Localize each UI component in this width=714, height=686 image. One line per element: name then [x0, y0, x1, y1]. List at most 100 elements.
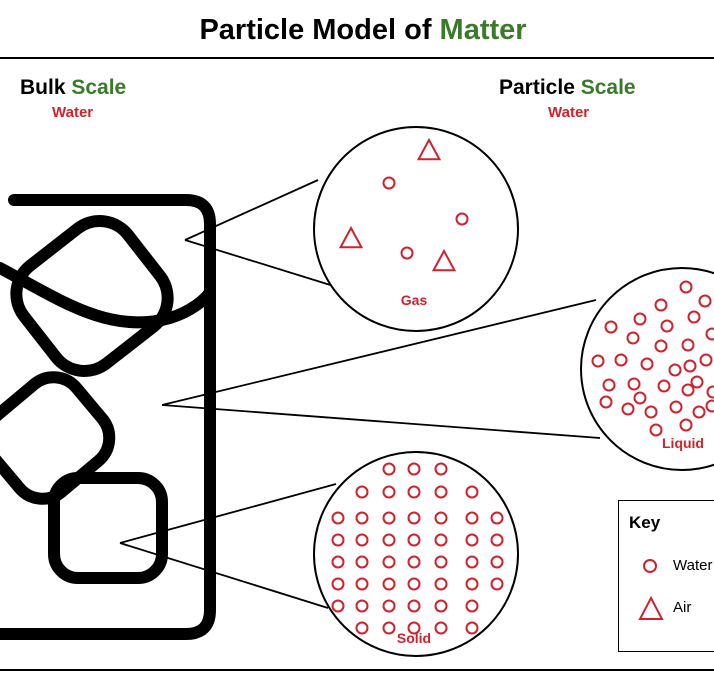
solid-water-particle — [407, 533, 421, 547]
particle-heading-accent: Scale — [580, 76, 636, 99]
solid-water-particle — [465, 511, 479, 525]
solid-water-particle — [407, 555, 421, 569]
solid-water-particle — [490, 577, 504, 591]
liquid-water-particle — [669, 400, 683, 414]
liquid-water-particle — [599, 395, 613, 409]
solid-water-particle — [355, 555, 369, 569]
solid-water-particle — [434, 599, 448, 613]
zoom-line-liquid-lower — [161, 404, 601, 439]
bulk-heading-accent: Scale — [71, 76, 127, 99]
solid-water-particle — [490, 555, 504, 569]
liquid-water-particle — [698, 294, 712, 308]
solid-zoom-circle — [313, 451, 519, 657]
solid-water-particle — [331, 511, 345, 525]
solid-water-particle — [434, 485, 448, 499]
solid-water-particle — [355, 533, 369, 547]
liquid-particle-view: Liquid — [580, 267, 714, 471]
liquid-water-particle — [640, 357, 654, 371]
liquid-label: Liquid — [662, 435, 704, 451]
water-surface-line — [0, 262, 216, 329]
ice-cube-top — [10, 215, 174, 377]
solid-water-particle — [407, 599, 421, 613]
solid-water-particle — [407, 511, 421, 525]
liquid-water-particle — [604, 320, 618, 334]
solid-particles — [331, 462, 504, 635]
solid-water-particle — [434, 511, 448, 525]
circle-icon — [643, 559, 657, 573]
solid-water-particle — [434, 462, 448, 476]
solid-water-particle — [490, 511, 504, 525]
solid-water-particle — [465, 577, 479, 591]
solid-water-particle — [355, 621, 369, 635]
liquid-water-particle — [614, 353, 628, 367]
zoom-line-solid-lower — [119, 542, 329, 609]
liquid-water-particle — [591, 354, 605, 368]
liquid-water-particle — [633, 391, 647, 405]
gas-air-particle — [431, 248, 457, 272]
solid-water-particle — [355, 599, 369, 613]
solid-water-particle — [465, 599, 479, 613]
solid-water-particle — [407, 577, 421, 591]
solid-water-particle — [434, 577, 448, 591]
liquid-water-particle — [644, 405, 658, 419]
gas-zoom-circle — [313, 126, 519, 332]
zoom-line-liquid-upper — [161, 299, 597, 406]
gas-air-particle — [416, 137, 442, 161]
gas-water-particle — [400, 246, 414, 260]
solid-water-particle — [382, 511, 396, 525]
solid-water-particle — [490, 533, 504, 547]
liquid-water-particle — [679, 280, 693, 294]
gas-air-particle — [338, 225, 364, 249]
solid-water-particle — [355, 511, 369, 525]
liquid-water-particle — [621, 402, 635, 416]
solid-water-particle — [407, 621, 421, 635]
liquid-water-particle — [699, 353, 713, 367]
title-prefix: Particle Model of — [199, 14, 440, 46]
top-divider — [0, 57, 714, 59]
particle-scale-heading: Particle Scale — [499, 76, 636, 100]
gas-water-particle — [455, 212, 469, 226]
bulk-substance-label: Water — [52, 104, 94, 121]
liquid-water-particle — [706, 385, 714, 399]
solid-water-particle — [465, 533, 479, 547]
triangle-icon — [638, 595, 664, 620]
key-legend: Key Water Air — [618, 500, 714, 652]
gas-particles — [338, 137, 469, 272]
liquid-water-particle — [687, 310, 701, 324]
liquid-water-particle — [626, 331, 640, 345]
solid-water-particle — [382, 533, 396, 547]
liquid-water-particle — [602, 378, 616, 392]
liquid-water-particle — [681, 383, 695, 397]
gas-label: Gas — [401, 292, 428, 308]
particle-heading-prefix: Particle — [499, 76, 581, 99]
key-water-label: Water — [673, 557, 713, 574]
bulk-scale-heading: Bulk Scale — [20, 76, 126, 100]
liquid-water-particle — [668, 363, 682, 377]
liquid-water-particle — [683, 359, 697, 373]
liquid-water-particle — [705, 399, 714, 413]
solid-particle-view: Solid — [313, 451, 519, 657]
solid-water-particle — [382, 599, 396, 613]
particle-substance-label: Water — [548, 104, 590, 121]
solid-water-particle — [382, 621, 396, 635]
title-accent: Matter — [439, 14, 527, 46]
solid-water-particle — [465, 485, 479, 499]
liquid-water-particle — [692, 405, 706, 419]
solid-water-particle — [331, 555, 345, 569]
glass-outline — [0, 194, 216, 640]
zoom-lines — [119, 179, 601, 609]
solid-water-particle — [355, 485, 369, 499]
solid-water-particle — [355, 577, 369, 591]
liquid-water-particle — [690, 375, 704, 389]
solid-water-particle — [382, 577, 396, 591]
solid-water-particle — [331, 599, 345, 613]
solid-water-particle — [382, 555, 396, 569]
key-air-label: Air — [673, 599, 692, 616]
solid-water-particle — [331, 533, 345, 547]
liquid-particles — [591, 280, 714, 437]
ice-cube-bottom — [48, 472, 168, 584]
solid-water-particle — [465, 555, 479, 569]
solid-water-particle — [434, 555, 448, 569]
solid-water-particle — [331, 577, 345, 591]
key-title: Key — [629, 513, 661, 532]
